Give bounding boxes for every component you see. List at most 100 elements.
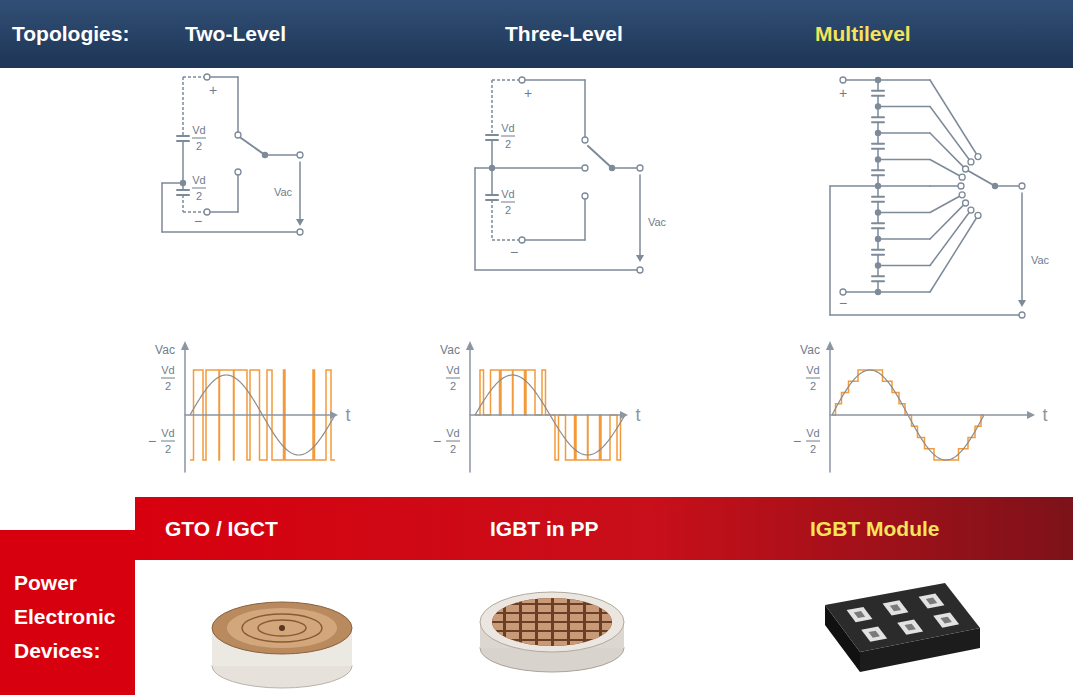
chip [602, 632, 615, 639]
symbol-label: Vac [440, 344, 460, 356]
chip [602, 605, 615, 612]
terminal [840, 289, 846, 295]
chip [538, 596, 551, 603]
chip [538, 632, 551, 639]
wire [162, 231, 297, 233]
capacitor-plate [872, 90, 884, 92]
copper-face [227, 608, 337, 648]
chip [586, 596, 599, 603]
axes [466, 341, 628, 472]
chip [586, 623, 599, 630]
terminal-pad [883, 600, 909, 615]
terminal [958, 183, 964, 189]
capacitor-plate [177, 135, 189, 137]
chip [522, 632, 535, 639]
terminal [968, 207, 974, 213]
chip [522, 614, 535, 621]
wire [930, 196, 960, 212]
chip [602, 596, 615, 603]
chip [490, 632, 503, 639]
capacitor-plate [872, 116, 884, 118]
band-heading: Two-Level [185, 21, 286, 46]
chip [490, 623, 503, 630]
wire [612, 167, 637, 169]
symbol-label: Vd [446, 428, 459, 439]
chip [522, 596, 535, 603]
topology-band: Topologies:Two-LevelThree-LevelMultileve… [0, 0, 1073, 68]
symbol-label: Vd [501, 123, 514, 134]
capacitor-plate [872, 169, 884, 171]
terminal [519, 77, 525, 83]
symbol-label: Vd [501, 189, 514, 200]
junction-dot [875, 130, 881, 136]
chip [538, 623, 551, 630]
symbol-label: 2 [450, 381, 456, 392]
waveform-two [181, 341, 338, 472]
axis [829, 349, 831, 472]
wire [492, 239, 519, 241]
device-band: GTO / IGCTIGBT in PPIGBT Module [135, 497, 1073, 560]
chip [506, 641, 519, 648]
terminal-screw [890, 604, 901, 611]
axes [181, 341, 338, 472]
chip [522, 641, 535, 648]
chip [538, 605, 551, 612]
wire [210, 76, 238, 78]
wire [475, 269, 637, 271]
symbol-label: 2 [810, 444, 816, 455]
terminal-screw [869, 631, 880, 638]
ring [242, 614, 322, 642]
wire [878, 291, 930, 293]
terminal [582, 137, 588, 143]
band-heading: IGBT Module [810, 516, 940, 541]
symbol-label: Vd [192, 175, 205, 186]
capacitor-plate [872, 143, 884, 145]
chip [586, 632, 599, 639]
junction-dot [875, 236, 881, 242]
two-level-circuit [162, 74, 304, 235]
junction-dot [489, 165, 495, 171]
wire [162, 182, 180, 184]
symbol-label: + [839, 86, 847, 100]
wire [846, 79, 878, 81]
wire [182, 195, 184, 212]
symbol-label: Vac [800, 344, 820, 356]
symbol-label: 2 [196, 191, 202, 202]
terminal [297, 229, 303, 235]
chip [538, 614, 551, 621]
chip [602, 623, 615, 630]
symbol-label: 2 [196, 141, 202, 152]
symbol-label: Vd [446, 365, 459, 376]
symbol-label: 2 [165, 381, 171, 392]
switch-blade [588, 146, 612, 168]
arrow-head [1018, 300, 1026, 307]
wire [878, 265, 930, 267]
terminal [204, 74, 210, 80]
wire [878, 132, 930, 134]
symbol-label: 2 [450, 444, 456, 455]
chip [522, 623, 535, 630]
terminal-screw [926, 598, 937, 605]
wire [584, 80, 586, 137]
ring [258, 620, 306, 636]
chip [490, 614, 503, 621]
terminal [582, 193, 588, 199]
symbol-label: − [148, 434, 156, 448]
gate-contact [279, 625, 285, 631]
axis [469, 349, 471, 472]
symbol-label: t [345, 406, 350, 424]
terminal-pad [933, 613, 959, 628]
chip-field [492, 598, 612, 646]
wire [584, 199, 586, 240]
disc-rim [480, 592, 624, 652]
wire [829, 186, 831, 315]
terminal [582, 165, 588, 171]
symbol-label: 2 [505, 205, 511, 216]
gto-igct-disc [212, 602, 352, 688]
chip [506, 614, 519, 621]
terminal [963, 200, 969, 206]
symbol-label: Vac [648, 217, 666, 228]
wire [930, 218, 976, 292]
chip [554, 623, 567, 630]
junction-dot [875, 209, 881, 215]
